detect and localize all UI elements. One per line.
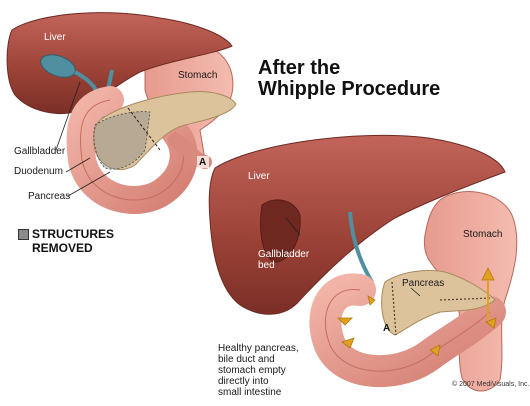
legend-line-2: REMOVED [32,241,114,255]
caption-line-1: Healthy pancreas, [218,343,299,354]
removed-legend: STRUCTURES REMOVED [32,227,114,255]
before-stomach-label: Stomach [178,70,217,81]
title-line-1: After the [258,58,440,79]
before-marker-a: A [199,157,206,168]
before-liver-label: Liver [44,32,66,43]
after-marker-a: A [383,323,390,334]
gallbladder-bed-line-1: Gallbladder [258,249,309,260]
figure-title: After the Whipple Procedure [258,58,440,100]
copyright: © 2007 MediVisuals, Inc. [452,381,529,388]
removed-swatch [18,229,29,240]
legend-line-1: STRUCTURES [32,227,114,241]
before-gallbladder-label: Gallbladder [14,146,65,157]
caption-line-3: stomach empty [218,365,299,376]
caption-line-4: directly into [218,376,299,387]
after-liver-label: Liver [248,171,270,182]
before-pancreas-label: Pancreas [28,191,70,202]
after-stomach-label: Stomach [463,229,502,240]
after-pancreas-label: Pancreas [402,278,444,289]
title-line-2: Whipple Procedure [258,79,440,100]
caption-line-2: bile duct and [218,354,299,365]
before-duodenum-label: Duodenum [14,166,63,177]
caption-line-5: small intestine [218,387,299,398]
after-gallbladder-bed-label: Gallbladder bed [258,249,309,271]
gallbladder-bed-line-2: bed [258,260,309,271]
caption: Healthy pancreas, bile duct and stomach … [218,343,299,398]
